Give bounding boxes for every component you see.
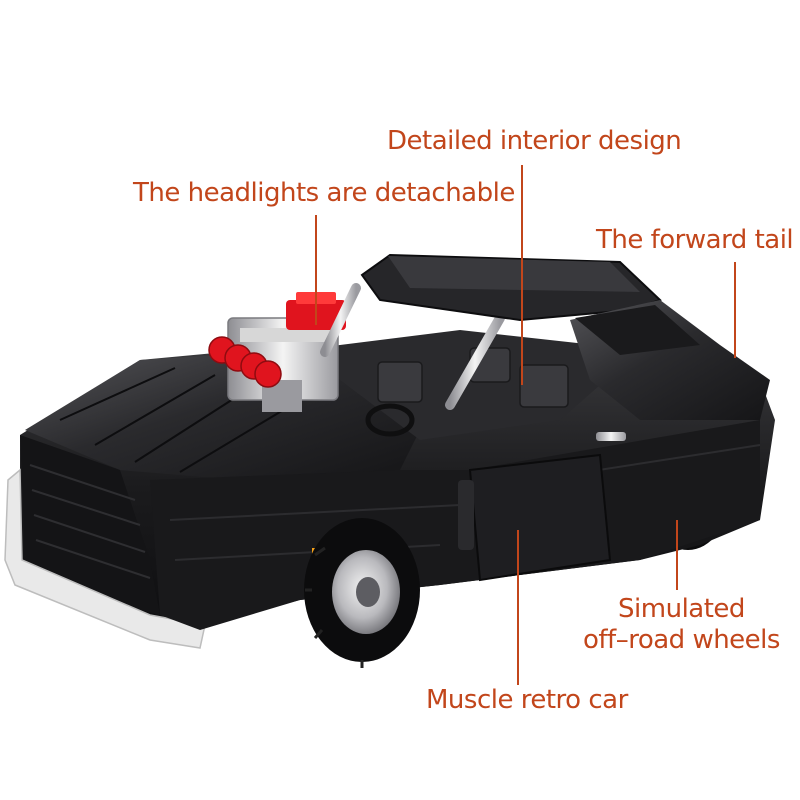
callout-headlights: The headlights are detachable — [133, 178, 515, 208]
callout-interior: Detailed interior design — [387, 126, 682, 156]
roof-top — [388, 256, 640, 292]
callout-tail: The forward tail — [596, 225, 794, 255]
leader-lines — [315, 165, 736, 685]
headlight-cluster — [208, 336, 282, 388]
door-handle — [596, 432, 626, 441]
rear-window — [575, 305, 700, 355]
front-wheel — [304, 518, 420, 668]
door-hinge — [458, 480, 474, 550]
side-panel — [150, 420, 760, 630]
callout-wheels-line1: Simulated — [618, 594, 745, 624]
callout-muscle: Muscle retro car — [426, 685, 628, 715]
grille-slats — [29, 464, 151, 579]
car-door — [468, 453, 612, 582]
callout-wheels: Simulated off–road wheels — [583, 594, 780, 656]
steering-wheel — [365, 403, 415, 437]
callout-wheels-line2: off–road wheels — [583, 625, 780, 656]
windshield-pillars — [320, 283, 505, 410]
cockpit-floor — [300, 330, 640, 440]
front-bumper — [4, 468, 206, 649]
